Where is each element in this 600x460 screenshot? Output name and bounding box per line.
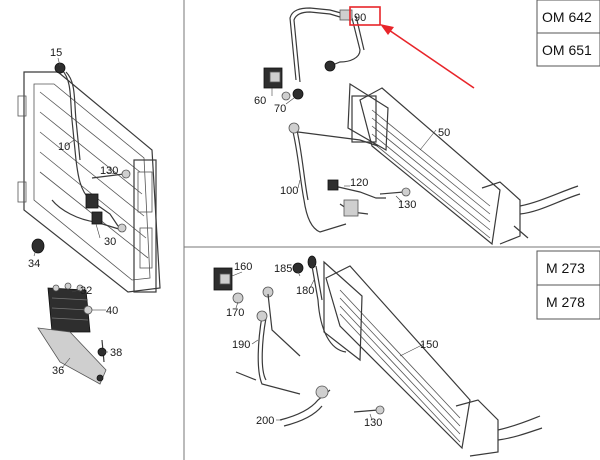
callout-90: 90 [354, 12, 366, 24]
seal-70 [281, 60, 336, 101]
callout-170: 170 [226, 307, 244, 319]
bracket-60 [263, 67, 283, 89]
callout-130-left: 130 [100, 165, 118, 177]
callout-38: 38 [110, 347, 122, 359]
hose-180 [262, 265, 347, 357]
callout-30: 30 [104, 236, 116, 248]
hose-90 [289, 7, 365, 83]
leaders-bottom [231, 271, 425, 421]
callout-190: 190 [232, 339, 250, 351]
bracket-160 [213, 267, 233, 291]
pipe-120 [327, 179, 386, 217]
seal-34 [31, 238, 45, 254]
callout-120: 120 [350, 177, 368, 189]
callout-130-top: 130 [398, 199, 416, 211]
engine-label-m273: M 273 [546, 260, 585, 276]
callout-180: 180 [296, 285, 314, 297]
callout-150: 150 [420, 339, 438, 351]
pipe-200 [279, 385, 331, 427]
engine-box-bottom: M 273 M 278 [536, 250, 600, 320]
callout-90-highlight [349, 6, 475, 89]
bottom-cooler-150 [323, 260, 543, 457]
top-cooler-50 [347, 82, 581, 246]
bracket-36 [37, 327, 107, 385]
callouts-left: 15 10 130 30 34 32 40 38 36 [28, 47, 122, 377]
seal-15 [54, 62, 66, 74]
engine-label-om651: OM 651 [542, 42, 592, 58]
callouts-bottom: 160 185 180 170 190 150 200 130 [226, 261, 438, 429]
engine-box-top: OM 642 OM 651 [536, 0, 600, 67]
callout-50: 50 [438, 127, 450, 139]
leaders-left [33, 57, 117, 369]
callout-100: 100 [280, 185, 298, 197]
leaders-top [271, 88, 437, 203]
callouts-top: 90 60 70 50 100 120 130 [254, 12, 450, 211]
hose-clip-30 [85, 193, 127, 233]
seal-170 [232, 292, 244, 304]
hose-100 [288, 122, 379, 233]
callout-36: 36 [52, 365, 64, 377]
callout-15: 15 [50, 47, 62, 59]
oil-cooler-32 [47, 282, 93, 333]
engine-label-m278: M 278 [546, 294, 585, 310]
callout-200: 200 [256, 415, 274, 427]
hose-190 [235, 310, 301, 395]
panel-frames [183, 0, 600, 460]
engine-label-om642: OM 642 [542, 9, 592, 25]
callout-160: 160 [234, 261, 252, 273]
callout-32: 32 [80, 285, 92, 297]
bolt-130-bottom [353, 405, 385, 415]
callout-34: 34 [28, 258, 40, 270]
callout-60: 60 [254, 95, 266, 107]
callout-40: 40 [106, 305, 118, 317]
bolt-130-top [379, 187, 411, 197]
callout-130-bottom: 130 [364, 417, 382, 429]
bolt-38 [97, 339, 107, 363]
callout-10: 10 [58, 141, 70, 153]
callout-185: 185 [274, 263, 292, 275]
bolt-130-left [91, 169, 131, 179]
callout-70: 70 [274, 103, 286, 115]
